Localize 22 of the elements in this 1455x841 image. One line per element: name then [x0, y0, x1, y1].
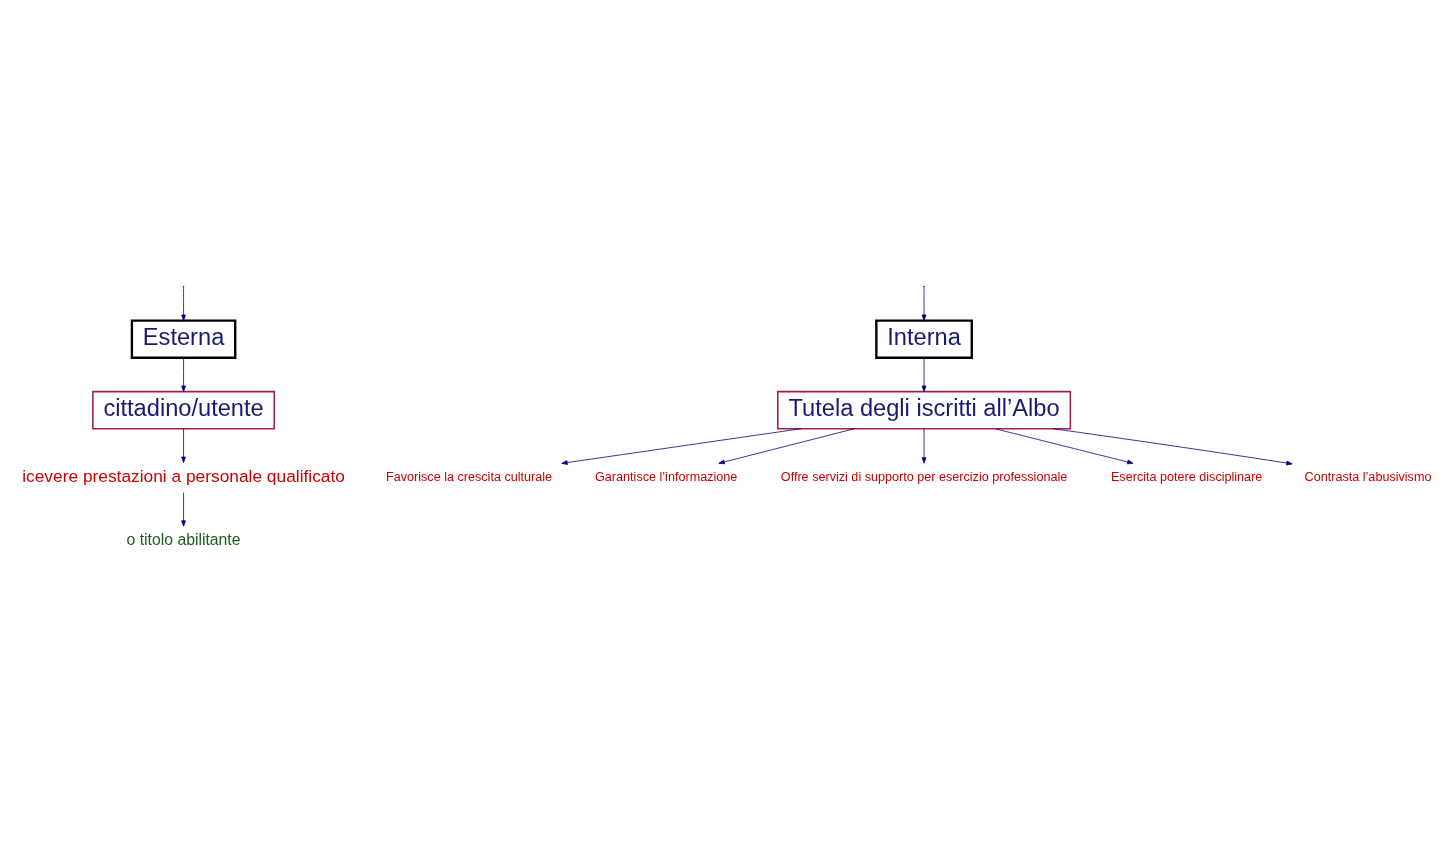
- arrow: [994, 428, 1134, 465]
- arrow: [718, 428, 855, 465]
- arrow: [181, 286, 186, 321]
- arrow: [181, 492, 186, 527]
- node-text: o titolo abilitante: [126, 530, 241, 548]
- node-text: Favorisce la crescita culturale: [385, 469, 553, 484]
- node-box: Interna: [875, 319, 973, 359]
- node-box: cittadino/utente: [92, 390, 276, 430]
- arrow: [181, 428, 186, 463]
- arrow: [1052, 428, 1293, 466]
- node-text: Offre servizi di supporto per esercizio professionale: [780, 469, 1068, 484]
- arrow: [921, 357, 927, 392]
- arrow: [921, 286, 927, 321]
- node-text: icevere prestazioni a personale qualificato: [22, 465, 345, 486]
- arrow: [181, 357, 186, 392]
- node-text: Garantisce l’informazione: [595, 469, 738, 484]
- arrow: [561, 428, 802, 465]
- arrow: [921, 428, 927, 464]
- node-box: Tutela degli iscritti all’Albo: [777, 390, 1072, 430]
- node-box: Esterna: [130, 319, 237, 359]
- node-text: Contrasta l’abusivismo: [1304, 469, 1432, 484]
- node-text: Esercita potere disciplinare: [1110, 469, 1263, 484]
